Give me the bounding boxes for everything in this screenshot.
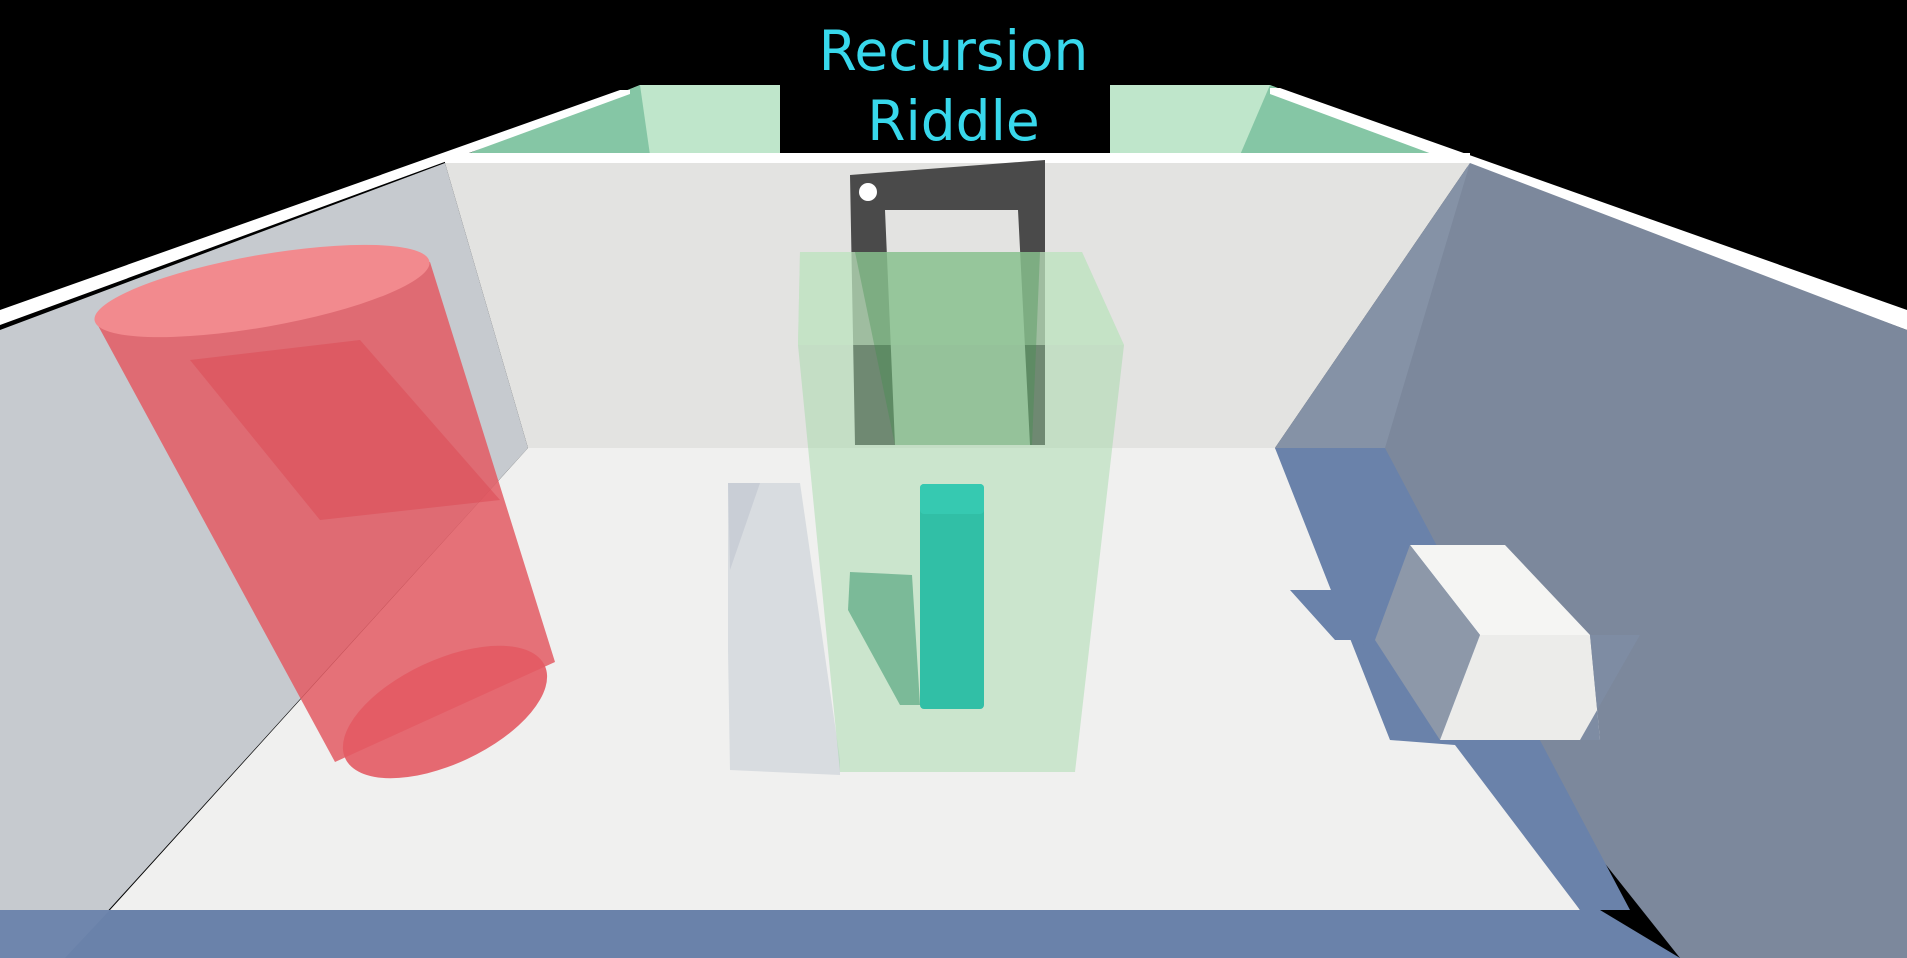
left-wall-rim [0, 90, 630, 325]
pillar-shadow [848, 572, 920, 705]
volume-shadow-edge [728, 483, 760, 570]
back-wall-rim [445, 153, 1470, 163]
right-wall-inner-shade [1275, 163, 1470, 448]
red-cylinder [94, 244, 555, 779]
teal-pillar [920, 484, 984, 709]
white-box [1375, 545, 1640, 740]
teal-pillar-top [920, 484, 984, 514]
volume-shadow [728, 483, 840, 775]
green-volume-top [798, 252, 1124, 345]
floor-shadow-bottom-left [0, 910, 110, 958]
portal-tint [855, 252, 1040, 445]
right-wall [1275, 163, 1907, 958]
white-ball-icon [859, 183, 877, 201]
box-shadow [1290, 590, 1455, 740]
floor-shadow-bottom [0, 910, 1680, 958]
